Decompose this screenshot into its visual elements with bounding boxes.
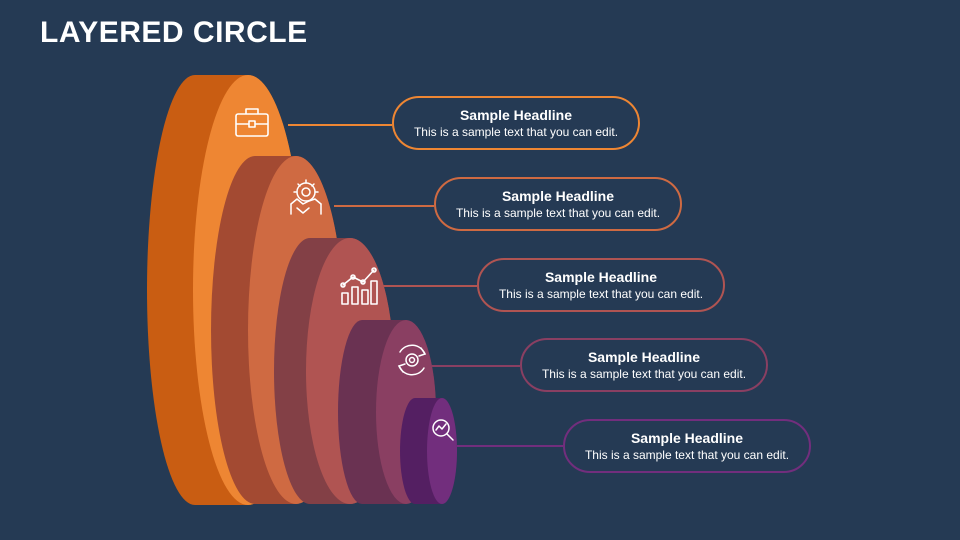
- callout-1: Sample Headline This is a sample text th…: [392, 96, 640, 150]
- magnifier-analytics-icon: [432, 419, 454, 441]
- cycle-gear-icon: [397, 344, 427, 376]
- page-title: LAYERED CIRCLE: [40, 16, 308, 49]
- callout-4-headline: Sample Headline: [587, 349, 701, 365]
- callout-5-text: This is a sample text that you can edit.: [584, 448, 790, 462]
- growth-chart-icon: [340, 267, 378, 305]
- callout-4-text: This is a sample text that you can edit.: [541, 367, 747, 381]
- callout-2-text: This is a sample text that you can edit.: [455, 206, 661, 220]
- callout-2: Sample Headline This is a sample text th…: [434, 177, 682, 231]
- callout-5-headline: Sample Headline: [630, 430, 744, 446]
- callout-2-headline: Sample Headline: [501, 188, 615, 204]
- handshake-gear-icon: [290, 179, 322, 215]
- callout-3-text: This is a sample text that you can edit.: [498, 287, 704, 301]
- briefcase-icon: [235, 108, 269, 137]
- callout-3-headline: Sample Headline: [544, 269, 658, 285]
- connector-lines: [288, 124, 563, 447]
- callout-1-text: This is a sample text that you can edit.: [413, 125, 619, 139]
- callout-1-headline: Sample Headline: [459, 107, 573, 123]
- callout-5: Sample Headline This is a sample text th…: [563, 419, 811, 473]
- callout-3: Sample Headline This is a sample text th…: [477, 258, 725, 312]
- callout-4: Sample Headline This is a sample text th…: [520, 338, 768, 392]
- layer-5: [400, 398, 457, 504]
